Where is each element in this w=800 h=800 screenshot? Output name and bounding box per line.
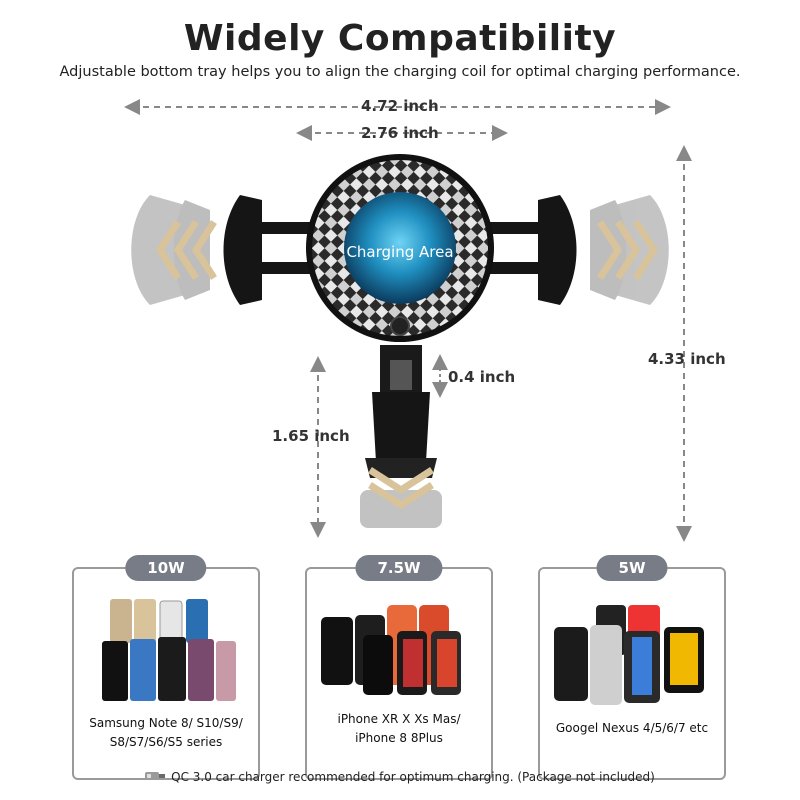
overall-width-label: 4.72 inch xyxy=(361,97,439,115)
tray-adjust-label: 0.4 inch xyxy=(448,368,516,386)
charging-coil xyxy=(344,192,456,304)
wattage-badge: 7.5W xyxy=(355,555,443,581)
bottom-tray xyxy=(360,345,442,528)
footer-note-text: QC 3.0 car charger recommended for optim… xyxy=(171,770,655,784)
center-width-label: 2.76 inch xyxy=(361,124,439,142)
compat-card-5w: 5W Googel Nexus 4/5/6/7 etc xyxy=(538,555,726,780)
card-label-line2: S8/S7/S6/S5 series xyxy=(109,735,223,749)
samsung-phones-image xyxy=(102,599,236,701)
card-label-line2: iPhone 8 8Plus xyxy=(355,731,443,745)
product-illustration: Charging Area xyxy=(124,99,692,542)
iphone-phones-image xyxy=(321,605,461,695)
car-charger-icon xyxy=(145,769,167,786)
card-label-line1: iPhone XR X Xs Mas/ xyxy=(337,712,461,726)
footer-note: QC 3.0 car charger recommended for optim… xyxy=(0,769,800,786)
screw-icon xyxy=(390,316,410,336)
right-arm xyxy=(482,195,577,305)
left-chevrons-icon xyxy=(155,220,217,280)
page-subtitle: Adjustable bottom tray helps you to alig… xyxy=(59,64,741,80)
tray-chevrons-icon xyxy=(368,467,434,510)
tray-height-label: 1.65 inch xyxy=(272,427,350,445)
charging-pad xyxy=(306,154,494,342)
wattage-badge: 10W xyxy=(125,555,207,581)
card-label-line1: Googel Nexus 4/5/6/7 etc xyxy=(555,721,709,735)
compat-card-7-5w: 7.5W iPhone XR X Xs Mas/ iPhone 8 8Plus xyxy=(305,555,493,780)
height-label: 4.33 inch xyxy=(648,350,726,368)
charging-area-label: Charging Area xyxy=(346,243,453,261)
page-title: Widely Compatibility xyxy=(183,18,617,59)
wattage-badge: 5W xyxy=(596,555,668,581)
card-label-line1: Samsung Note 8/ S10/S9/ xyxy=(89,716,243,730)
nexus-phones-image xyxy=(554,605,704,705)
right-chevrons-icon xyxy=(597,220,659,280)
compat-card-10w: 10W Samsung Note 8/ S10/S9/ S8/S7/S6/S5 … xyxy=(72,555,260,780)
left-arm xyxy=(223,195,318,305)
